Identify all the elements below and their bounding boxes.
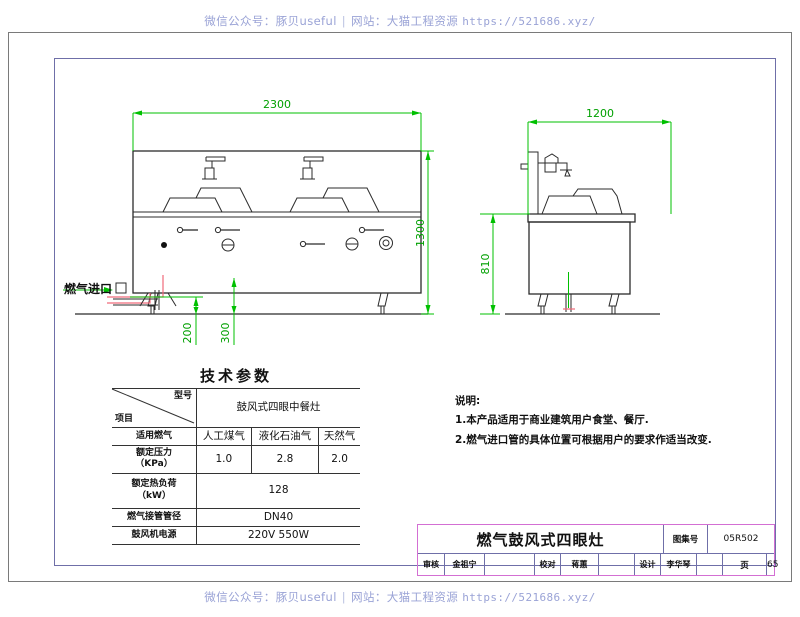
watermark-account: 豚贝useful	[275, 14, 337, 28]
check-name: 蒋蕙	[561, 554, 599, 575]
design-name: 李华琴	[661, 554, 697, 575]
dim-side-depth: 1200	[586, 107, 614, 120]
control-panel-fittings	[161, 226, 393, 252]
faucet-right-icon	[300, 156, 324, 180]
header-diagonal-cell: 型号 项目	[111, 388, 197, 428]
notes-block: 说明: 1.本产品适用于商业建筑用户食堂、餐厅. 2.燃气进口管的具体位置可根据…	[455, 392, 755, 450]
review-label: 审核	[418, 554, 445, 575]
watermark-separator: |	[341, 14, 347, 28]
dim-front-offset-1: 200	[181, 323, 194, 344]
review-name: 金祖宁	[445, 554, 485, 575]
atlas-number-label: 图集号	[664, 525, 708, 553]
heat-load-line1: 额定热负荷	[131, 479, 177, 490]
row-label-blower-power: 鼓风机电源	[112, 525, 197, 545]
dim-front-width: 2300	[263, 98, 291, 111]
table-row: 鼓风机电源 220V 550W	[112, 525, 360, 545]
faucet-left-icon	[202, 156, 226, 180]
table-row: 适用燃气 人工煤气 液化石油气 天然气	[112, 426, 360, 447]
notes-line-2: 2.燃气进口管的具体位置可根据用户的要求作适当改变.	[455, 433, 712, 446]
atlas-number-value: 05R502	[723, 534, 759, 544]
table-row-header: 型号 项目 鼓风式四眼中餐灶	[111, 388, 360, 428]
cell-pipe-diameter-value: DN40	[196, 507, 360, 527]
title-block-top-row: 燃气鼓风式四眼灶 图集号 05R502	[418, 525, 774, 554]
check-signature-blank	[599, 554, 635, 575]
cell-pressure-manufactured: 1.0	[196, 445, 252, 474]
cell-gas-natural: 天然气	[318, 426, 360, 447]
dim-front-height: 1300	[414, 219, 427, 247]
watermark-site-label: 网站：	[351, 590, 387, 604]
cell-pressure-lpg: 2.8	[251, 445, 320, 474]
notes-heading: 说明:	[455, 395, 481, 407]
watermark-separator: |	[341, 590, 347, 604]
faucet-side-icon	[538, 153, 572, 177]
header-item-label: 项目	[115, 413, 134, 424]
page-label: 页	[723, 554, 767, 575]
watermark-bottom: 微信公众号：豚贝useful | 网站：大猫工程资源 https://521686.…	[0, 589, 800, 605]
cell-pressure-natural: 2.0	[318, 445, 360, 474]
rated-pressure-line1: 额定压力	[135, 448, 172, 459]
dim-side-height: 810	[479, 254, 492, 275]
cell-gas-manufactured: 人工煤气	[196, 426, 252, 447]
heat-load-line2: （kW）	[137, 490, 171, 501]
watermark-account: 豚贝useful	[275, 590, 337, 604]
watermark-site-label: 网站：	[351, 14, 387, 28]
page-value: 65	[767, 559, 779, 570]
drawing-title: 燃气鼓风式四眼灶	[418, 525, 664, 553]
table-row: 燃气接管管径 DN40	[112, 507, 360, 527]
gas-inlet-label: 燃气进口	[64, 281, 112, 296]
model-name-cell: 鼓风式四眼中餐灶	[196, 388, 360, 428]
title-block: 燃气鼓风式四眼灶 图集号 05R502 审核 金祖宁 校对 蒋蕙 设计 李华琴 …	[417, 524, 778, 576]
watermark-top: 微信公众号：豚贝useful | 网站：大猫工程资源 https://521686.…	[0, 13, 800, 29]
watermark-site-name: 大猫工程资源	[386, 590, 459, 604]
cell-heat-load-value: 128	[196, 472, 360, 509]
params-table-title: 技术参数	[199, 367, 272, 385]
check-label: 校对	[535, 554, 561, 575]
watermark-url: https://521686.xyz/	[462, 591, 596, 604]
row-label-heat-load: 额定热负荷 （kW）	[112, 472, 197, 509]
title-block-bottom-row: 审核 金祖宁 校对 蒋蕙 设计 李华琴 页 65	[418, 554, 778, 575]
params-table-wrapper: 型号 项目 鼓风式四眼中餐灶 适用燃气 人工煤气 液化石油气 天然气 额定压力 …	[111, 388, 360, 545]
header-model-label: 型号	[173, 391, 192, 401]
dim-front-offset-2: 300	[219, 323, 232, 344]
review-signature-blank	[485, 554, 535, 575]
watermark-site-name: 大猫工程资源	[386, 14, 459, 28]
table-row: 额定热负荷 （kW） 128	[112, 472, 360, 509]
cell-blower-power-value: 220V 550W	[196, 525, 360, 545]
row-label-gas-type: 适用燃气	[112, 426, 197, 447]
side-view-dimensions: 1200 810	[479, 107, 672, 315]
notes-line-1: 1.本产品适用于商业建筑用户食堂、餐厅.	[455, 414, 649, 427]
design-label: 设计	[635, 554, 661, 575]
row-label-pipe-diameter: 燃气接管管径	[112, 507, 197, 527]
drawing-inner-border	[54, 58, 776, 566]
front-view-elevation	[63, 150, 428, 315]
rated-pressure-line2: （KPa）	[135, 459, 173, 470]
diagonal-divider-icon	[111, 388, 195, 424]
watermark-prefix: 微信公众号：	[204, 14, 276, 28]
front-view-dimensions: 2300 1300 200 300	[130, 98, 434, 345]
watermark-prefix: 微信公众号：	[204, 590, 276, 604]
gas-inlet-symbol	[115, 282, 127, 294]
row-label-rated-pressure: 额定压力 （KPa）	[112, 445, 197, 474]
watermark-url: https://521686.xyz/	[462, 15, 596, 28]
technical-parameters-table: 型号 项目 鼓风式四眼中餐灶 适用燃气 人工煤气 液化石油气 天然气 额定压力 …	[111, 388, 360, 545]
table-row: 额定压力 （KPa） 1.0 2.8 2.0	[112, 445, 360, 474]
cell-gas-lpg: 液化石油气	[251, 426, 320, 447]
design-signature-blank	[697, 554, 723, 575]
